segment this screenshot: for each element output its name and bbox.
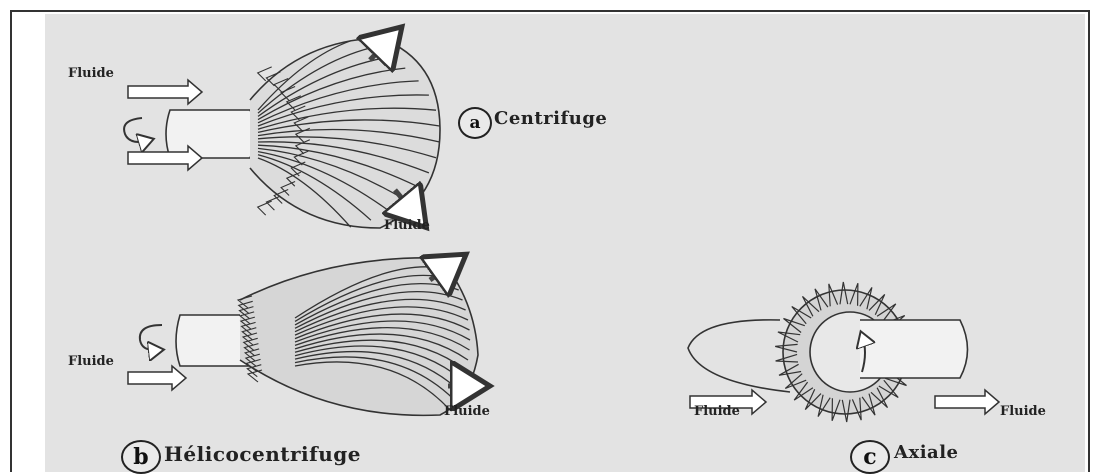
fluid-outlet-label-a: Fluide [384, 218, 430, 233]
caption-letter-c: c [850, 440, 890, 474]
fluid-inlet-label-a: Fluide [68, 66, 114, 81]
caption-letter-a: a [458, 107, 492, 139]
blade-line [258, 201, 272, 215]
fluid-outlet-label-b: Fluide [444, 404, 490, 419]
caption-axiale: Axiale [894, 442, 959, 463]
fluid-inlet-label-c: Fluide [694, 404, 740, 419]
mixed-flow-impeller [176, 258, 480, 416]
caption-centrifuge: Centrifuge [494, 108, 607, 129]
rotation-arrow-a [124, 118, 150, 142]
inlet-arrow-b [128, 366, 186, 390]
centrifugal-impeller [166, 34, 440, 228]
caption-helicocentrifuge: Hélicocentrifuge [164, 442, 361, 466]
fluid-outlet-label-c: Fluide [1000, 404, 1046, 419]
fluid-inlet-label-b: Fluide [68, 354, 114, 369]
caption-letter-b: b [121, 440, 161, 474]
blade-line [266, 196, 280, 210]
rotation-arrow-b [140, 325, 162, 350]
